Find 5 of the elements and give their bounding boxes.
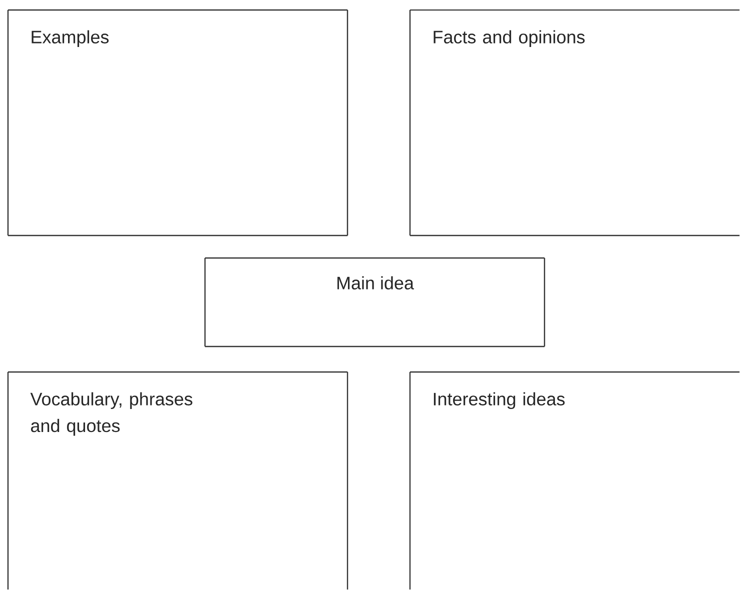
text-box: Vocabulary, phrases and quotes	[7, 371, 348, 590]
text-box: Examples	[7, 9, 348, 236]
text-box: Facts and opinions	[409, 9, 740, 236]
text-box: Main idea	[204, 257, 546, 348]
text-box: Interesting ideas	[409, 371, 740, 590]
